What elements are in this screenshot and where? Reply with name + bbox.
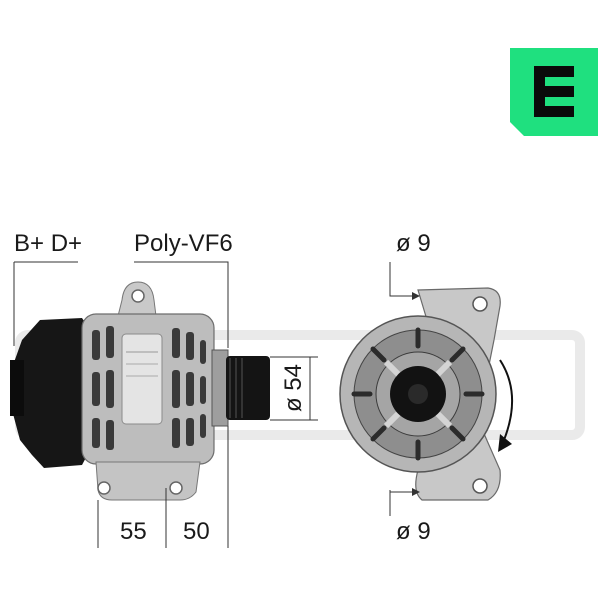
alternator-front-view [339, 287, 501, 501]
belt-type-label: Poly-VF6 [134, 230, 233, 257]
rotation-direction-arrow [498, 359, 514, 452]
hole-top-arrow [412, 292, 420, 300]
terminals-label: B+ D+ [14, 230, 83, 257]
dimension-lines-front [389, 262, 412, 516]
hole-bottom-diameter-label: ø 9 [396, 518, 431, 545]
era-logo-icon [510, 48, 598, 136]
dimension-left-label: 55 [120, 518, 147, 545]
hole-bottom-arrow [412, 488, 420, 496]
pulley-diameter-label: ø 54 [280, 363, 308, 413]
alternator-side-view [10, 281, 270, 501]
dimension-right-label: 50 [183, 518, 210, 545]
dimension-lines-side [13, 261, 318, 548]
hole-top-diameter-label: ø 9 [396, 230, 431, 257]
